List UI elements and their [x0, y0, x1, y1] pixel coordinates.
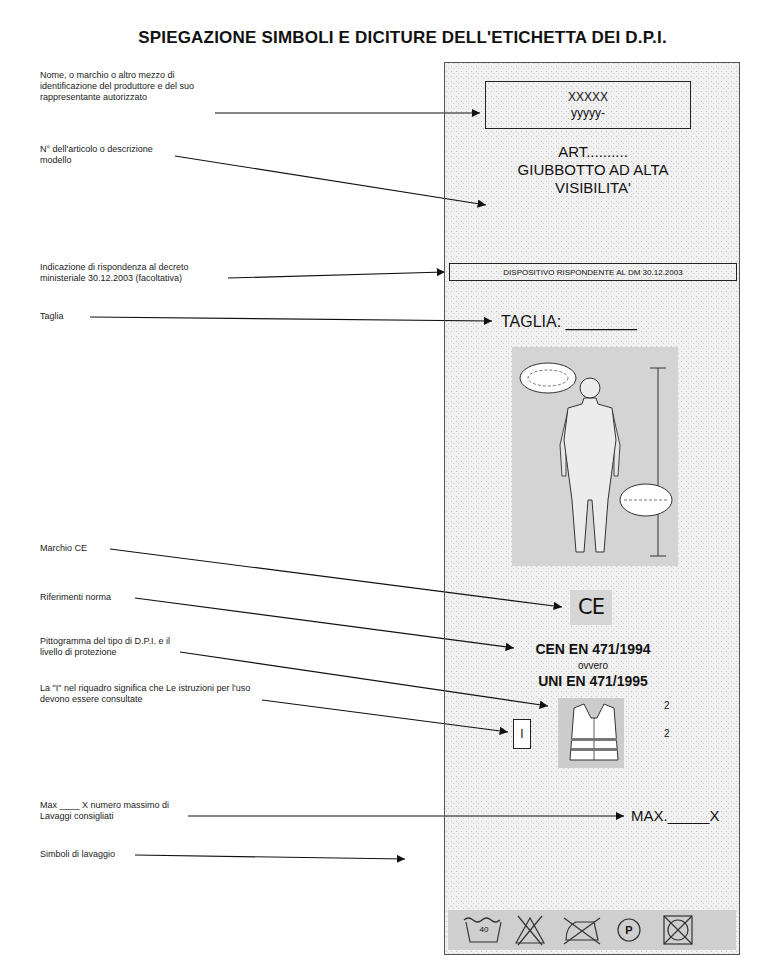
- standard-connector: ovvero: [445, 660, 741, 671]
- illustration-part: [580, 378, 600, 398]
- leader-line: [175, 156, 486, 205]
- illustration-part: [624, 500, 668, 501]
- leader-line: [180, 652, 548, 706]
- illustration-part: [448, 910, 736, 950]
- professional-cleaning: P: [619, 923, 639, 937]
- ce-ground: [570, 590, 612, 625]
- producer-name: XXXXX: [568, 89, 608, 105]
- explanation-text: Riferimenti norma: [40, 592, 132, 603]
- explanation-text: Simboli di lavaggio: [40, 849, 132, 860]
- illustration-part: [650, 556, 666, 557]
- explanation-text: Nome, o marchio o altro mezzo di identif…: [40, 70, 225, 103]
- illustration-part: [90, 113, 624, 859]
- leader-line: [262, 700, 508, 732]
- illustration-part: [518, 916, 542, 945]
- conformity-statement: DISPOSITIVO RISPONDENTE AL DM 30.12.2003: [503, 268, 682, 277]
- explanation-text: N° dell'articolo o descrizione modello: [40, 144, 170, 166]
- model-description: GIUBBOTTO AD ALTA VISIBILITA': [483, 161, 703, 197]
- leader-line: [135, 855, 405, 859]
- producer-name: yyyyy-: [571, 105, 605, 121]
- label-box: DISPOSITIVO RISPONDENTE AL DM 30.12.2003: [449, 263, 737, 281]
- vest-pictogram: [558, 698, 624, 768]
- wash-temperature: 40: [470, 925, 498, 935]
- explanation-text: La "I" nel riquadro significa che Le ist…: [40, 683, 258, 705]
- leader-line: [228, 272, 445, 278]
- size-field: TAGLIA: ________: [501, 313, 637, 331]
- illustration-part: [664, 916, 692, 944]
- illustration-part: [620, 484, 672, 516]
- explanation-text: Taglia: [40, 311, 85, 322]
- label-box: I: [513, 719, 531, 749]
- explanation-text: Pittogramma del tipo di D.P.I. e il live…: [40, 636, 175, 658]
- max-washes: MAX._____X: [631, 807, 719, 824]
- leader-line: [90, 317, 492, 321]
- label-box: XXXXXyyyyy-: [485, 81, 691, 129]
- illustration-part: [512, 347, 678, 566]
- protection-level: 2: [664, 728, 670, 740]
- illustration-part: [570, 704, 618, 760]
- explanation-text: Max ____ X numero massimo di Lavaggi con…: [40, 800, 182, 822]
- label-panel: ART..........GIUBBOTTO AD ALTA VISIBILIT…: [444, 62, 740, 955]
- leader-line: [188, 815, 624, 816]
- title: SPIEGAZIONE SIMBOLI E DICITURE DELL'ETIC…: [40, 28, 765, 48]
- label-ground: [444, 62, 740, 955]
- illustration-part: [520, 363, 576, 393]
- illustration-part: [618, 919, 640, 941]
- illustration-part: [564, 918, 600, 944]
- illustration-part: [558, 698, 624, 768]
- ce-mark: CE: [570, 594, 612, 620]
- illustration-part: [466, 922, 501, 942]
- explanation-text: Marchio CE: [40, 543, 106, 554]
- standard-reference: CEN EN 471/1994: [445, 641, 741, 657]
- illustration-part: [464, 918, 500, 922]
- explanation-text: Indicazione di rispondenza al decreto mi…: [40, 262, 222, 284]
- illustration-part: [571, 748, 618, 751]
- standard-reference: UNI EN 471/1995: [445, 673, 741, 689]
- wash-symbols: [448, 910, 736, 950]
- article-number: ART..........: [445, 143, 741, 160]
- leader-line: [135, 598, 514, 648]
- illustration-part: [571, 738, 617, 741]
- size-figure: [512, 347, 678, 566]
- instructions-mark: I: [520, 727, 523, 741]
- illustration-part: [658, 368, 659, 556]
- leader-line: [215, 112, 480, 113]
- illustration-part: [564, 398, 616, 552]
- illustration-part: [650, 368, 666, 369]
- leader-line: [110, 549, 562, 607]
- illustration-part: [528, 370, 568, 386]
- illustration-part: [664, 916, 692, 944]
- protection-level: 2: [664, 700, 670, 712]
